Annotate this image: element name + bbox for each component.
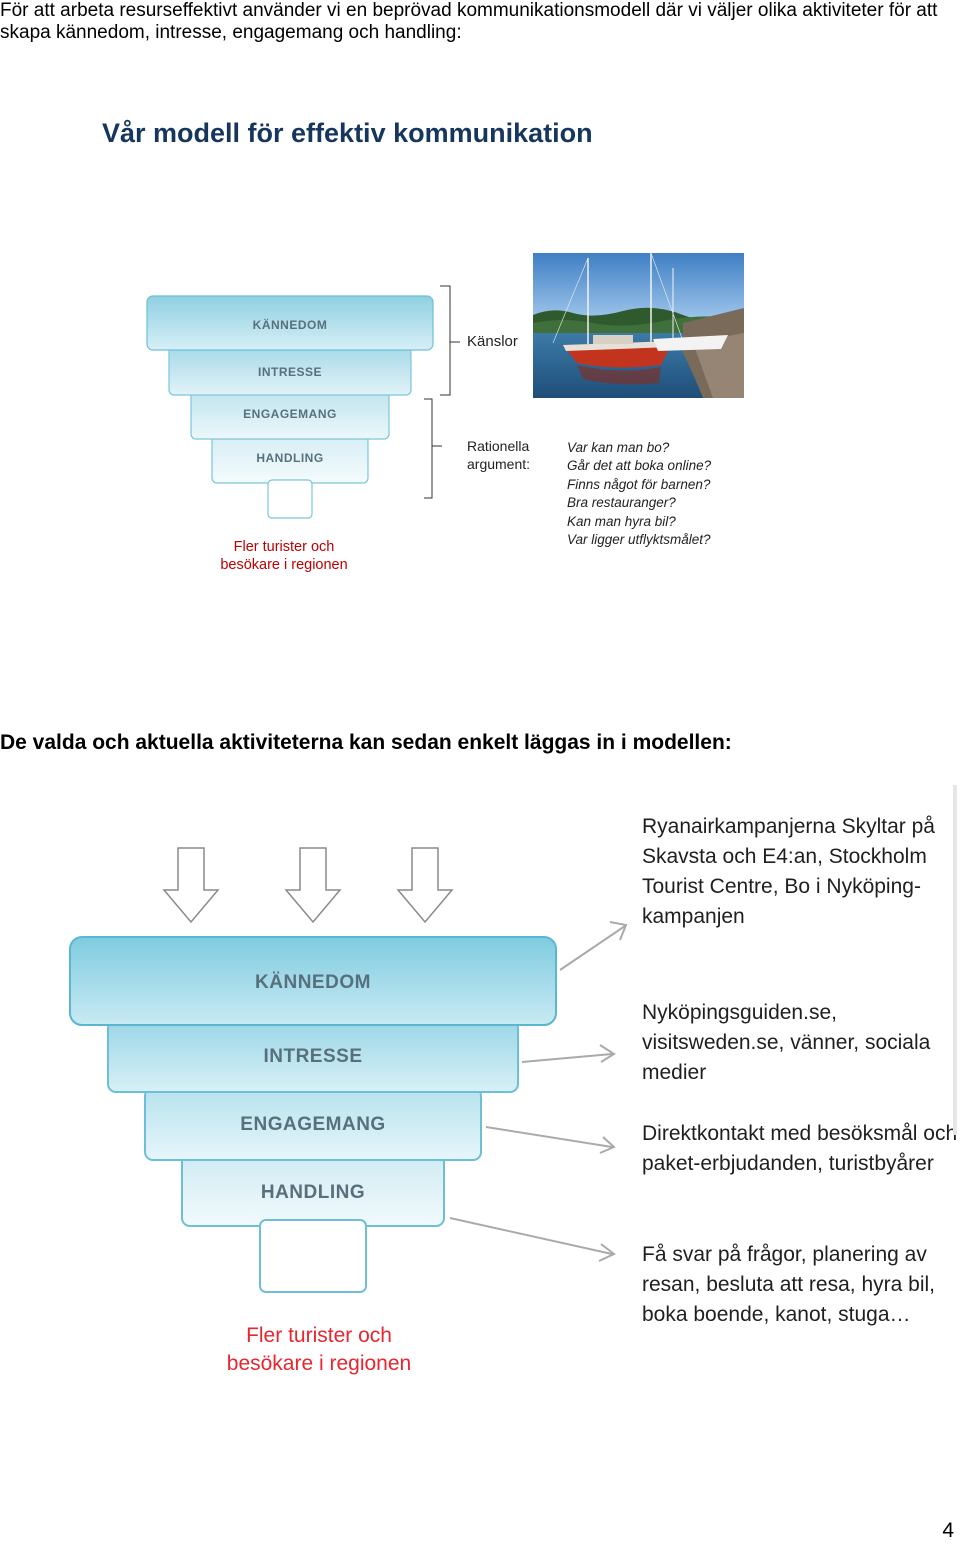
question-item: Var kan man bo?	[567, 440, 670, 455]
stage-label-engagemang: ENGAGEMANG	[240, 1114, 385, 1135]
activity-interest: Nyköpingsguiden.se, visitsweden.se, vänn…	[642, 1001, 931, 1084]
down-arrow-icon	[162, 847, 220, 924]
stage-label-intresse: INTRESSE	[258, 365, 322, 379]
model-title: Vår modell för effektiv kommunikation	[102, 118, 593, 148]
question-list: Var kan man bo? Går det att boka online?…	[567, 439, 711, 549]
stage-label-intresse: INTRESSE	[263, 1046, 362, 1067]
bracket-rational	[424, 398, 442, 499]
page-edge-divider	[953, 785, 957, 1135]
question-item: Finns något för barnen?	[567, 476, 711, 492]
arrowhead-icon	[598, 1243, 616, 1262]
arrowhead-icon	[599, 1136, 616, 1154]
funnel-diagram-small: KÄNNEDOM INTRESSE ENGAGEMANG HANDLING	[146, 295, 434, 519]
stage-label-handling: HANDLING	[256, 451, 323, 465]
stage-label-engagemang: ENGAGEMANG	[243, 407, 337, 421]
activity-engagement: Direktkontakt med besöksmål och paket-er…	[642, 1122, 958, 1175]
funnel-spout	[267, 479, 313, 519]
stage-label-kannedom: KÄNNEDOM	[253, 317, 328, 332]
down-arrow-icon	[284, 847, 342, 924]
connector-arrow	[521, 1053, 613, 1063]
intro-paragraph: För att arbeta resurseffektivt använder …	[0, 0, 938, 43]
question-item: Bra restauranger?	[567, 495, 676, 511]
arrowhead-icon	[609, 921, 628, 941]
down-arrow-icon	[396, 847, 454, 924]
page-number: 4	[942, 1519, 954, 1542]
bracket-emotions	[440, 285, 460, 396]
sailboat-photo	[533, 252, 744, 398]
question-item: Går det att boka online?	[567, 458, 712, 474]
question-item: Var ligger utflyktsmålet?	[567, 532, 711, 548]
connector-arrow	[449, 1217, 613, 1255]
question-item: Kan man hyra bil?	[567, 513, 676, 529]
funnel-stage-kannedom	[69, 936, 557, 1026]
funnel-diagram-large: KÄNNEDOM INTRESSE ENGAGEMANG HANDLING	[69, 847, 628, 1293]
connector-arrow	[485, 1126, 613, 1148]
stage-label-kannedom: KÄNNEDOM	[255, 972, 371, 993]
activity-action: Få svar på frågor, planering av resan, b…	[642, 1243, 935, 1326]
section2-heading: De valda och aktuella aktiviteterna kan …	[0, 731, 732, 754]
funnel-result-large: Fler turister och besökare i regionen	[226, 1324, 412, 1375]
arrowhead-icon	[599, 1044, 616, 1063]
stage-label-handling: HANDLING	[261, 1182, 365, 1203]
funnel-result-small: Fler turister och besökare i regionen	[220, 539, 348, 573]
rational-label: Rationella argument:	[467, 438, 531, 472]
funnel-spout	[259, 1219, 367, 1293]
funnel-stage-kannedom	[146, 295, 434, 351]
emotions-label: Känslor	[467, 333, 518, 350]
connector-arrow	[559, 925, 626, 971]
activity-awareness: Ryanairkampanjerna Skyltar på Skavsta oc…	[642, 815, 935, 928]
